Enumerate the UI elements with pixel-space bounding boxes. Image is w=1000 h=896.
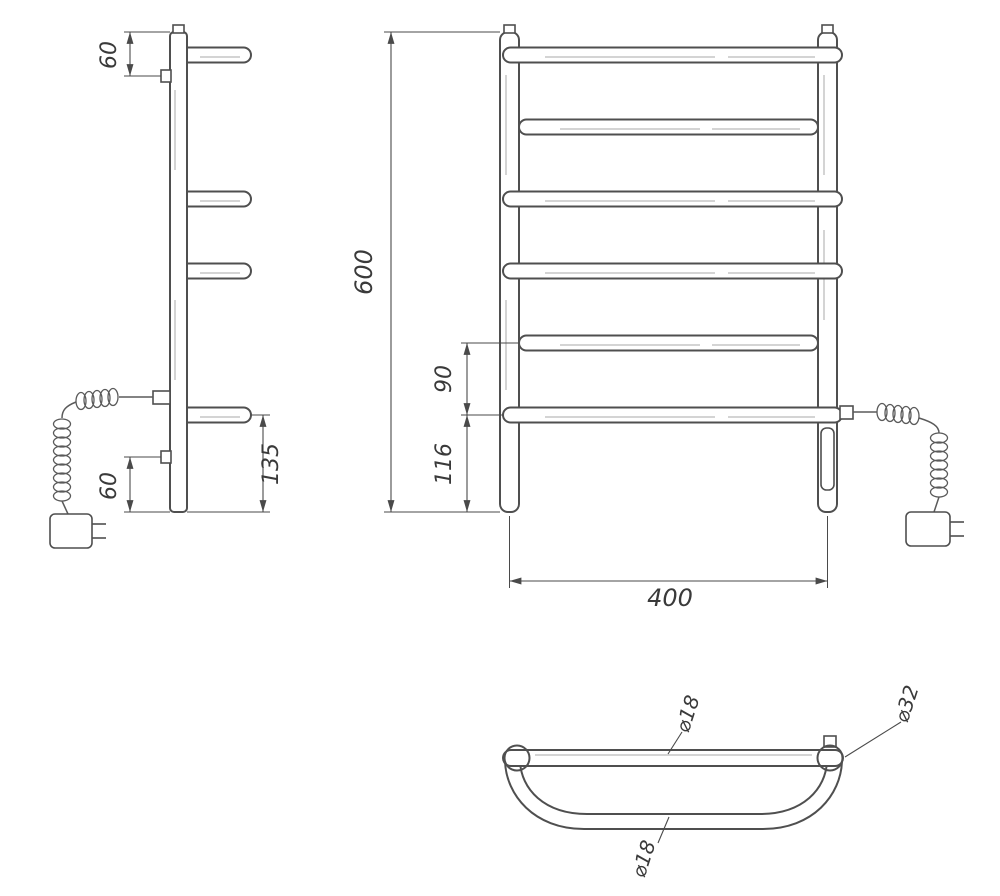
heating-element — [820, 427, 835, 491]
dim-front-overall-width: 400 — [509, 516, 828, 612]
dim-side-bottom-rail-to-end: 135 — [187, 414, 284, 513]
front-power-cord — [839, 402, 949, 513]
dim-label-side-bottom-rail-to-end: 135 — [259, 443, 284, 485]
front-power-plug — [905, 511, 964, 547]
dim-label-overall-height: 600 — [350, 249, 378, 295]
dim-label-straight-tube-dia: ⌀18 — [670, 692, 704, 735]
front-right-post-cap — [821, 24, 834, 34]
top-view: ⌀18 ⌀32 ⌀18 — [502, 682, 924, 880]
dim-label-rail-spacing: 90 — [432, 365, 457, 393]
side-post-cap — [172, 24, 185, 34]
side-post — [169, 31, 188, 513]
front-view: 600 90 116 400 — [350, 24, 964, 612]
dim-side-top-offset: 60 — [97, 31, 170, 77]
side-wall-bracket-top — [160, 69, 172, 83]
dim-label-overall-width: 400 — [647, 584, 693, 612]
dim-label-side-bottom-offset: 60 — [97, 472, 122, 500]
dim-label-side-top-offset: 60 — [97, 41, 122, 69]
dim-label-bottom-rail-to-end: 116 — [432, 443, 457, 485]
dim-label-post-dia: ⌀32 — [889, 682, 923, 725]
top-wall-bracket — [823, 735, 837, 748]
cord-connector — [839, 405, 854, 420]
dim-label-curved-tube-dia: ⌀18 — [626, 837, 660, 880]
cord-connector — [152, 390, 171, 405]
dim-top-post-dia: ⌀32 — [844, 682, 924, 758]
dim-top-straight-tube: ⌀18 — [667, 692, 705, 755]
side-power-plug — [49, 513, 106, 549]
top-curved-rail — [504, 760, 843, 830]
front-left-post-cap — [503, 24, 516, 34]
top-right-post — [816, 744, 844, 772]
top-left-post — [503, 744, 531, 772]
dim-front-bottom-rail-to-end: 116 — [432, 415, 471, 512]
side-power-cord — [52, 387, 171, 515]
dim-side-bottom-offset: 60 — [97, 456, 170, 513]
top-straight-rail — [502, 749, 844, 767]
front-full-rails — [502, 46, 843, 424]
dim-top-curved-tube: ⌀18 — [626, 816, 670, 880]
dim-front-overall-height: 600 — [350, 31, 500, 513]
front-inner-rails — [518, 118, 819, 352]
side-view: 60 135 60 — [49, 24, 284, 549]
side-wall-bracket-bottom — [160, 450, 172, 464]
side-rails — [177, 46, 252, 424]
